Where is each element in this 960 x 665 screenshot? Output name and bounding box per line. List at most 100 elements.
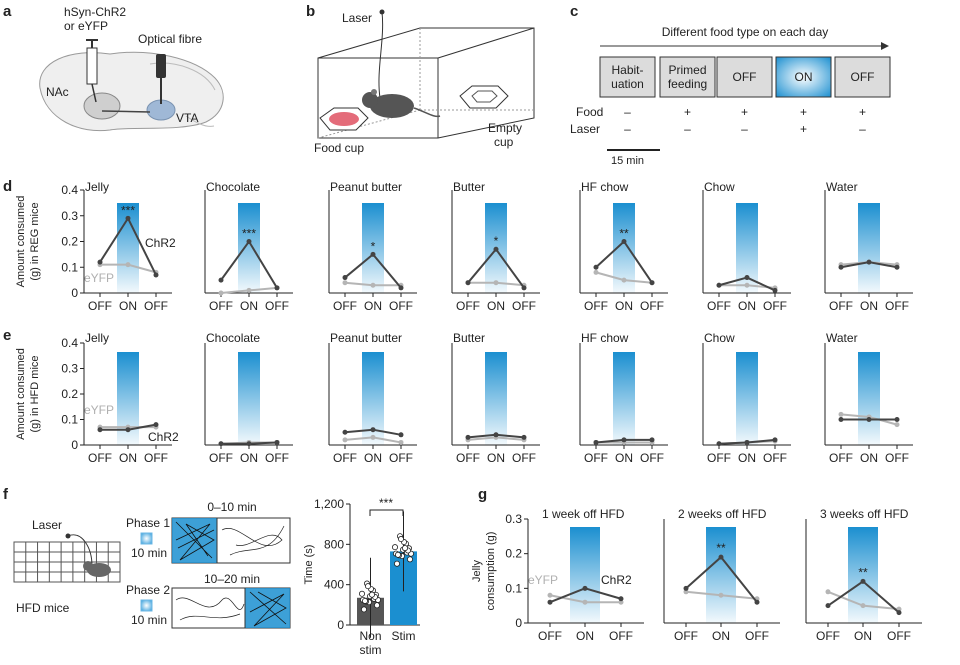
light-on-bar bbox=[117, 352, 139, 445]
session-label-line2: feeding bbox=[668, 77, 707, 91]
chr2-series-label: ChR2 bbox=[601, 573, 632, 587]
laser-mark: – bbox=[859, 122, 866, 136]
x-tick-label: OFF bbox=[763, 451, 787, 465]
light-on-bar bbox=[736, 352, 758, 445]
laser-icon bbox=[65, 533, 71, 539]
chr2-point bbox=[593, 264, 599, 270]
light-on-bar bbox=[362, 203, 384, 293]
panel-label-a: a bbox=[3, 3, 12, 20]
chr2-point bbox=[246, 239, 252, 244]
x-tick-label: ON bbox=[615, 451, 633, 465]
y-axis-label: Time (s) bbox=[303, 545, 315, 585]
y-tick-label: 1,200 bbox=[314, 497, 344, 511]
chr2-point bbox=[582, 585, 588, 591]
x-tick-label: ON bbox=[487, 299, 505, 313]
y-tick-label: 0.4 bbox=[61, 183, 78, 197]
eyfp-point bbox=[125, 262, 131, 268]
animal-dot bbox=[364, 583, 371, 590]
laser-icon bbox=[379, 9, 385, 15]
chr2-point bbox=[866, 417, 872, 422]
laser-mark: – bbox=[741, 122, 748, 136]
light-on-bar bbox=[570, 527, 600, 623]
chr2-point bbox=[465, 434, 471, 440]
chr2-point bbox=[398, 432, 404, 438]
chr2-series-label: ChR2 bbox=[148, 430, 179, 444]
subplot-title: Butter bbox=[453, 180, 485, 194]
session-row: Habit-uation––Primedfeeding+–OFF+–ON++OF… bbox=[599, 56, 891, 136]
nac-label: NAc bbox=[46, 85, 69, 99]
x-category-label: Stim bbox=[392, 629, 416, 643]
animal-dot bbox=[360, 606, 367, 613]
chr2-point bbox=[521, 285, 527, 291]
panel-label-g: g bbox=[478, 486, 487, 503]
x-tick-label: OFF bbox=[640, 299, 664, 313]
y-tick-label: 800 bbox=[324, 537, 344, 551]
animal-dot bbox=[401, 545, 408, 552]
x-tick-label: OFF bbox=[209, 451, 233, 465]
chr2-point bbox=[370, 251, 376, 257]
food-mark: + bbox=[859, 105, 866, 119]
panel-label-b: b bbox=[306, 3, 315, 20]
x-tick-label: ON bbox=[738, 299, 756, 313]
row-label-food: Food bbox=[576, 105, 603, 119]
significance-label: * bbox=[494, 234, 499, 248]
x-tick-label: OFF bbox=[885, 451, 909, 465]
x-tick-label: ON bbox=[854, 629, 872, 643]
chr2-point bbox=[896, 610, 902, 616]
chr2-point bbox=[521, 434, 527, 440]
x-tick-label: OFF bbox=[265, 299, 289, 313]
x-tick-label: OFF bbox=[333, 451, 357, 465]
chr2-point bbox=[125, 427, 131, 433]
y-axis-label-line2: (g) in REG mice bbox=[29, 202, 41, 280]
panel-label-e: e bbox=[3, 327, 11, 344]
x-tick-label: OFF bbox=[707, 299, 731, 313]
virus-label: hSyn-ChR2 bbox=[64, 5, 126, 19]
brain-sagittal-icon bbox=[39, 51, 224, 132]
light-on-bar bbox=[736, 203, 758, 293]
chr2-point bbox=[649, 280, 655, 286]
eyfp-point bbox=[618, 599, 624, 605]
y-axis-label: Amount consumed bbox=[15, 196, 27, 288]
chr2-point bbox=[718, 554, 724, 560]
chr2-point bbox=[838, 264, 844, 270]
panel-c: c Different food type on each day Habit-… bbox=[570, 3, 891, 167]
eyfp-series-label: eYFP bbox=[84, 403, 114, 417]
mouse-icon bbox=[362, 89, 441, 118]
x-tick-label: OFF bbox=[829, 451, 853, 465]
eyfp-point bbox=[683, 589, 689, 595]
chr2-point bbox=[342, 429, 348, 435]
y-axis-label-line2: (g) in HFD mice bbox=[29, 355, 41, 432]
chr2-point bbox=[97, 427, 103, 433]
laser-mark: – bbox=[684, 122, 691, 136]
eyfp-point bbox=[718, 592, 724, 598]
light-pulse-icon bbox=[140, 532, 153, 545]
eyfp-point bbox=[894, 422, 900, 428]
eyfp-point bbox=[246, 287, 252, 293]
y-tick-label: 0 bbox=[71, 438, 78, 452]
y-tick-label: 0 bbox=[337, 618, 344, 632]
cup-label: cup bbox=[494, 135, 514, 149]
phase1-label: Phase 1 bbox=[126, 516, 170, 530]
significance-label: ** bbox=[619, 227, 629, 241]
chr2-point bbox=[716, 282, 722, 288]
x-tick-label: OFF bbox=[584, 451, 608, 465]
y-axis-label: Amount consumed bbox=[15, 348, 27, 440]
x-tick-label: OFF bbox=[584, 299, 608, 313]
y-tick-label: 0.3 bbox=[61, 209, 78, 223]
subplot-title: Peanut butter bbox=[330, 331, 402, 345]
x-tick-label: OFF bbox=[144, 299, 168, 313]
chr2-point bbox=[621, 239, 627, 244]
animal-dot bbox=[406, 556, 413, 563]
chr2-point bbox=[649, 437, 655, 443]
session-box bbox=[775, 56, 832, 98]
x-tick-label: OFF bbox=[745, 629, 769, 643]
chr2-point bbox=[493, 432, 499, 438]
light-on-bar bbox=[613, 352, 635, 445]
x-tick-label: OFF bbox=[512, 299, 536, 313]
subplot-title: Butter bbox=[453, 331, 485, 345]
scale-label: 15 min bbox=[611, 155, 644, 167]
significance-label: ** bbox=[858, 565, 868, 579]
chr2-point bbox=[153, 422, 159, 428]
window2-label: 10–20 min bbox=[204, 572, 260, 586]
